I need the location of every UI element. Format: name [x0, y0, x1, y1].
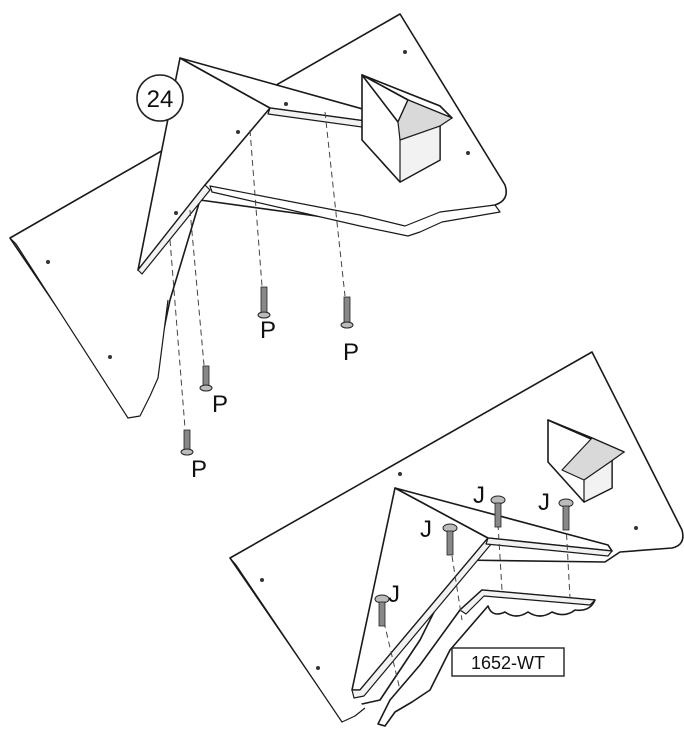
label-j-4: J — [388, 581, 400, 608]
label-j-3: J — [420, 516, 432, 543]
bottom-brace-right-edge — [485, 537, 613, 557]
label-p-3: P — [212, 391, 228, 418]
step-badge: 24 — [136, 74, 184, 122]
top-birdhouse — [361, 74, 453, 183]
top-panel-edge-right — [209, 185, 501, 237]
top-base-panel — [9, 13, 508, 413]
label-p-1: P — [260, 317, 276, 344]
screw-j-1 — [490, 495, 506, 528]
screw-p-1 — [257, 286, 271, 319]
screw-p-3 — [199, 365, 213, 392]
screw-j-2 — [558, 498, 574, 531]
label-j-2: J — [538, 489, 550, 516]
bottom-birdhouse — [547, 419, 625, 503]
bottom-trim-top — [459, 589, 596, 615]
top-brace-left-edge — [137, 184, 211, 275]
screw-j-3 — [442, 523, 458, 556]
part-tag: 1652-WT — [451, 647, 565, 677]
top-panel-edge — [9, 237, 169, 419]
label-p-4: P — [191, 456, 207, 483]
top-assembly: P P P P 24 — [9, 13, 508, 483]
screw-j-4 — [374, 594, 390, 627]
bottom-assembly: J J J J 1652-WT — [229, 351, 684, 727]
bottom-panel-edge — [229, 557, 366, 723]
screw-p-4 — [180, 429, 194, 456]
label-p-2: P — [343, 339, 359, 366]
part-tag-text: 1652-WT — [471, 653, 545, 673]
step-number: 24 — [147, 86, 174, 113]
label-j-1: J — [473, 482, 485, 509]
screw-p-2 — [340, 296, 354, 329]
